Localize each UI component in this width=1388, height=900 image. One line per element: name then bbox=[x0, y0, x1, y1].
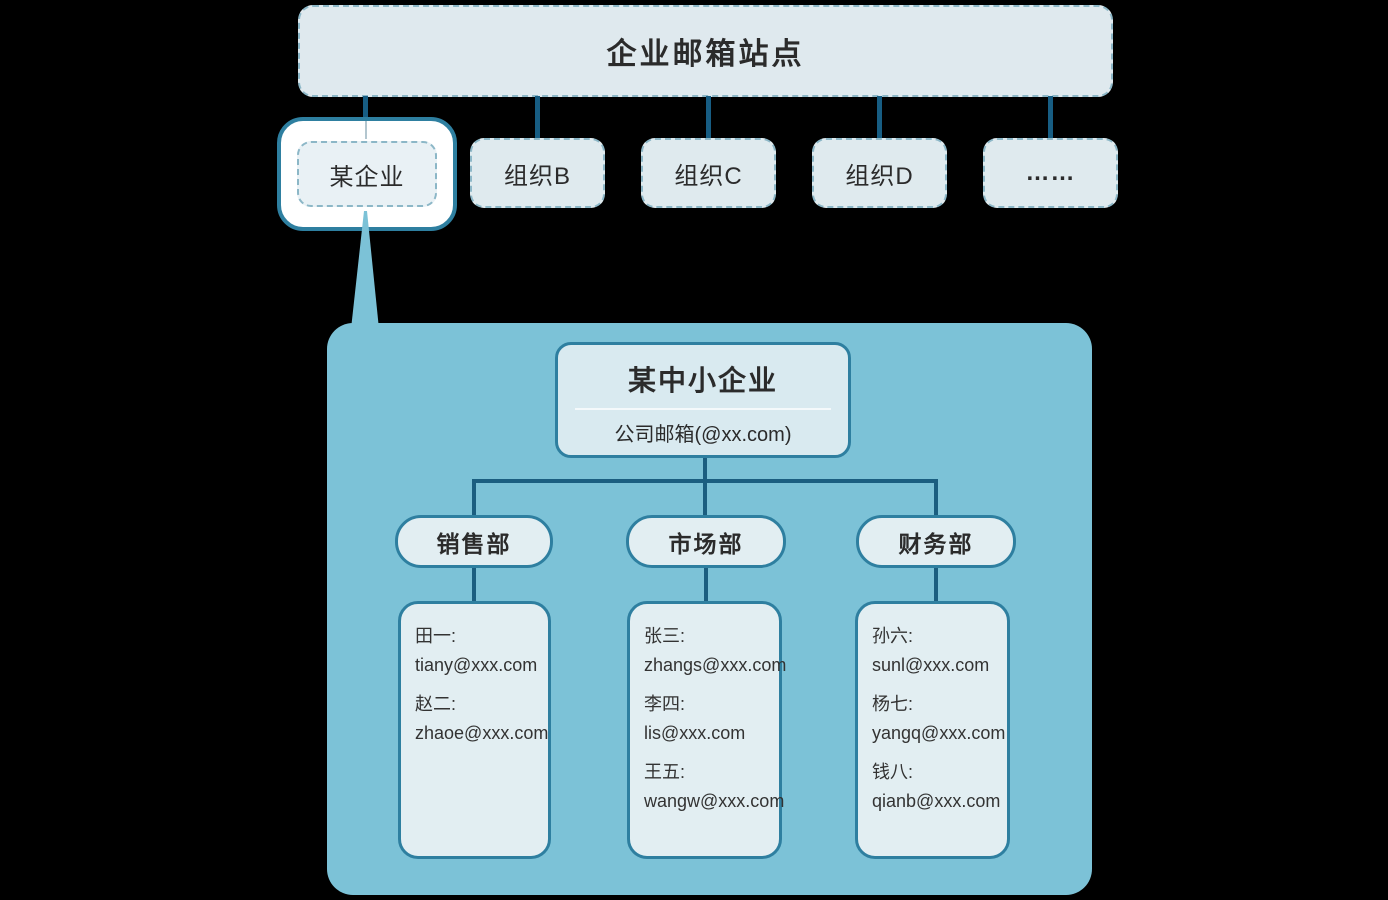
member-name: 田一: bbox=[415, 626, 457, 646]
highlighted-node-enterprise: 某企业 bbox=[277, 117, 457, 231]
member-email: sunl@xxx.com bbox=[872, 655, 990, 675]
node-org-d: 组织D bbox=[812, 138, 947, 208]
funnel-connector bbox=[351, 211, 379, 329]
dept-node-finance: 财务部 bbox=[856, 515, 1016, 568]
member-email: qianb@xxx.com bbox=[872, 791, 1001, 811]
connector-departments-horizontal bbox=[472, 479, 938, 483]
node-org-c-label: 组织C bbox=[674, 162, 743, 190]
member-name: 张三: bbox=[644, 626, 686, 646]
connector-to-sales bbox=[472, 481, 476, 515]
dept-marketing-label: 市场部 bbox=[668, 530, 744, 557]
connector-root-to-org-more bbox=[1048, 96, 1053, 139]
member-email: zhaoe@xxx.com bbox=[415, 723, 549, 743]
member-entry: 杨七: yangq@xxx.com bbox=[872, 690, 1006, 748]
node-org-more: …… bbox=[983, 138, 1118, 208]
member-list-finance: 孙六: sunl@xxx.com 杨七: yangq@xxx.com 钱八: q… bbox=[855, 601, 1010, 859]
enterprise-node-label: 某企业 bbox=[329, 163, 405, 191]
member-entry: 田一: tiany@xxx.com bbox=[415, 622, 540, 680]
connector-root-to-org-b bbox=[535, 96, 540, 139]
member-name: 孙六: bbox=[872, 626, 914, 646]
connector-finance-to-members bbox=[934, 568, 938, 602]
company-divider bbox=[575, 408, 831, 410]
member-email: wangw@xxx.com bbox=[644, 791, 785, 811]
member-email: tiany@xxx.com bbox=[415, 655, 538, 675]
member-entry: 李四: lis@xxx.com bbox=[644, 690, 771, 748]
member-email: yangq@xxx.com bbox=[872, 723, 1006, 743]
connector-sales-to-members bbox=[472, 568, 476, 602]
detail-container: 某中小企业 公司邮箱(@xx.com) 销售部 市场部 财务部 田一: tian… bbox=[327, 323, 1092, 895]
connector-marketing-to-members bbox=[704, 568, 708, 602]
connector-stub-inside-highlight bbox=[365, 121, 367, 139]
connector-to-finance bbox=[934, 481, 938, 515]
enterprise-node-inner: 某企业 bbox=[297, 141, 437, 207]
member-list-marketing: 张三: zhangs@xxx.com 李四: lis@xxx.com 王五: w… bbox=[627, 601, 787, 859]
connector-root-to-org-d bbox=[877, 96, 882, 139]
member-name: 钱八: bbox=[872, 762, 914, 782]
node-org-c: 组织C bbox=[641, 138, 776, 208]
member-name: 王五: bbox=[644, 762, 686, 782]
member-entry: 赵二: zhaoe@xxx.com bbox=[415, 690, 549, 748]
connector-root-to-enterprise bbox=[363, 96, 368, 118]
connector-root-to-org-c bbox=[706, 96, 711, 139]
member-name: 杨七: bbox=[872, 694, 914, 714]
dept-node-sales: 销售部 bbox=[395, 515, 553, 568]
member-email: zhangs@xxx.com bbox=[644, 655, 787, 675]
dept-node-marketing: 市场部 bbox=[626, 515, 786, 568]
member-list-sales: 田一: tiany@xxx.com 赵二: zhaoe@xxx.com bbox=[398, 601, 551, 859]
company-email-domain: 公司邮箱(@xx.com) bbox=[614, 424, 792, 446]
member-entry: 张三: zhangs@xxx.com bbox=[644, 622, 787, 680]
company-title: 某中小企业 bbox=[627, 365, 778, 396]
node-org-more-label: …… bbox=[1025, 159, 1076, 186]
node-org-b-label: 组织B bbox=[503, 162, 571, 190]
member-entry: 王五: wangw@xxx.com bbox=[644, 758, 785, 816]
node-org-d-label: 组织D bbox=[845, 162, 914, 190]
dept-finance-label: 财务部 bbox=[898, 530, 974, 557]
root-node-label: 企业邮箱站点 bbox=[606, 38, 805, 71]
connector-company-to-marketing bbox=[703, 458, 707, 515]
member-email: lis@xxx.com bbox=[644, 723, 746, 743]
company-node: 某中小企业 公司邮箱(@xx.com) bbox=[555, 342, 851, 458]
dept-sales-label: 销售部 bbox=[436, 530, 512, 557]
member-entry: 孙六: sunl@xxx.com bbox=[872, 622, 999, 680]
member-name: 李四: bbox=[644, 694, 686, 714]
member-name: 赵二: bbox=[415, 694, 457, 714]
member-entry: 钱八: qianb@xxx.com bbox=[872, 758, 1001, 816]
root-node-enterprise-mail-site: 企业邮箱站点 bbox=[298, 5, 1113, 97]
node-org-b: 组织B bbox=[470, 138, 605, 208]
